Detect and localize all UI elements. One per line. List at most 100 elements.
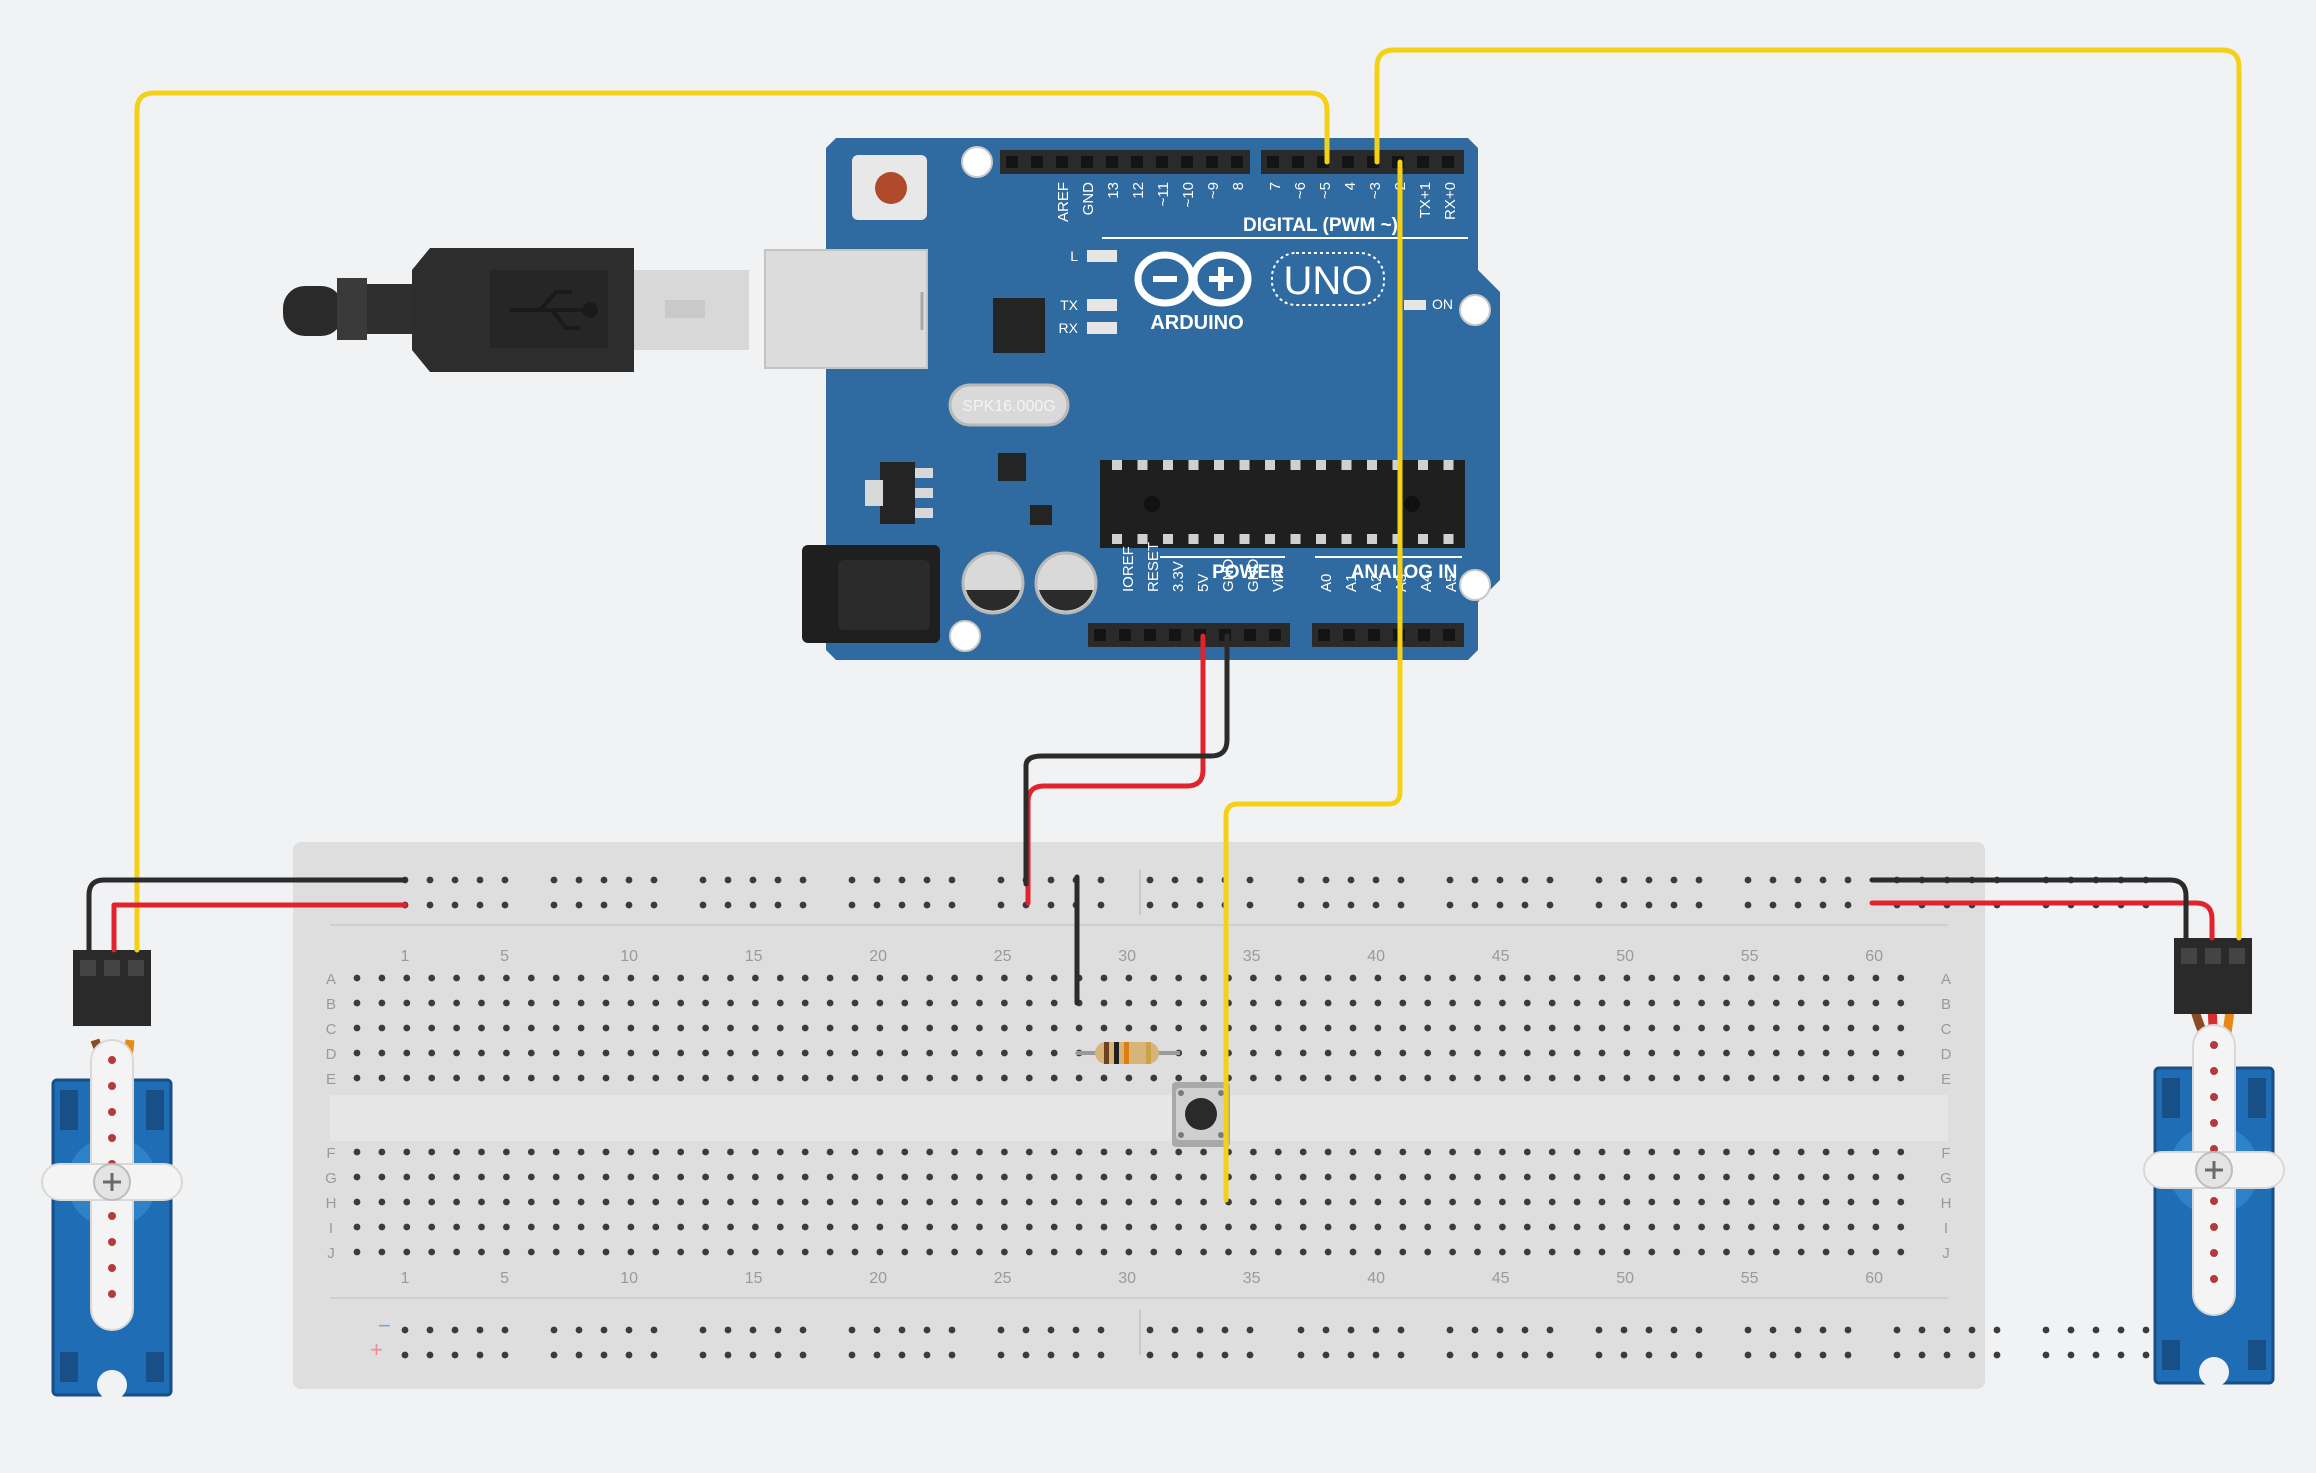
breadboard-hole[interactable] <box>1847 1049 1855 1057</box>
breadboard-hole[interactable] <box>1200 1148 1207 1156</box>
resistor[interactable] <box>1076 1042 1180 1064</box>
breadboard-hole[interactable] <box>1374 1248 1382 1256</box>
breadboard-hole[interactable] <box>1573 974 1581 982</box>
breadboard-hole[interactable] <box>851 999 859 1007</box>
breadboard-hole[interactable] <box>1150 1148 1158 1156</box>
breadboard-hole[interactable] <box>951 1173 958 1181</box>
breadboard-hole[interactable] <box>378 1223 386 1231</box>
breadboard-hole[interactable] <box>1872 1148 1880 1156</box>
breadboard-hole[interactable] <box>527 974 535 982</box>
header-socket[interactable] <box>1267 156 1279 168</box>
power-rail-hole[interactable] <box>2042 1326 2050 1334</box>
power-rail-hole[interactable] <box>948 901 956 909</box>
breadboard-hole[interactable] <box>876 1148 884 1156</box>
breadboard-hole[interactable] <box>1673 1248 1681 1256</box>
breadboard-hole[interactable] <box>1025 1074 1033 1082</box>
power-rail-hole[interactable] <box>625 901 633 909</box>
power-rail-hole[interactable] <box>1620 1351 1628 1359</box>
breadboard-hole[interactable] <box>1748 1223 1755 1231</box>
header-socket[interactable] <box>1056 156 1068 168</box>
breadboard-hole[interactable] <box>801 999 809 1007</box>
breadboard-hole[interactable] <box>1897 1223 1905 1231</box>
power-rail-hole[interactable] <box>2117 1326 2125 1334</box>
breadboard-hole[interactable] <box>353 1248 361 1256</box>
power-rail-hole[interactable] <box>426 901 434 909</box>
breadboard-hole[interactable] <box>752 974 759 982</box>
breadboard-hole[interactable] <box>378 1049 386 1057</box>
breadboard-hole[interactable] <box>453 1024 460 1032</box>
breadboard-hole[interactable] <box>428 1148 436 1156</box>
breadboard-hole[interactable] <box>1748 974 1755 982</box>
power-rail-hole[interactable] <box>1546 1326 1554 1334</box>
breadboard-hole[interactable] <box>552 1198 560 1206</box>
breadboard-hole[interactable] <box>1598 1198 1606 1206</box>
breadboard-hole[interactable] <box>702 999 709 1007</box>
breadboard-hole[interactable] <box>478 1248 485 1256</box>
breadboard-hole[interactable] <box>1897 999 1905 1007</box>
breadboard-hole[interactable] <box>1523 974 1531 982</box>
power-rail-hole[interactable] <box>451 1326 459 1334</box>
breadboard-hole[interactable] <box>826 1223 834 1231</box>
breadboard-hole[interactable] <box>851 1248 859 1256</box>
breadboard-hole[interactable] <box>1872 1074 1880 1082</box>
power-rail-hole[interactable] <box>1744 901 1752 909</box>
breadboard-hole[interactable] <box>1299 1148 1307 1156</box>
breadboard-hole[interactable] <box>1474 999 1481 1007</box>
breadboard-hole[interactable] <box>577 1198 585 1206</box>
power-rail-hole[interactable] <box>426 1351 434 1359</box>
breadboard-hole[interactable] <box>478 974 485 982</box>
breadboard-hole[interactable] <box>1399 974 1407 982</box>
breadboard-hole[interactable] <box>1548 1198 1556 1206</box>
breadboard-hole[interactable] <box>428 974 436 982</box>
breadboard-hole[interactable] <box>453 974 460 982</box>
breadboard-hole[interactable] <box>1847 1223 1855 1231</box>
power-rail-hole[interactable] <box>575 1326 583 1334</box>
power-rail-hole[interactable] <box>1893 1351 1901 1359</box>
breadboard-hole[interactable] <box>1499 974 1506 982</box>
breadboard-hole[interactable] <box>1050 1074 1058 1082</box>
breadboard-hole[interactable] <box>1250 1223 1257 1231</box>
power-rail-hole[interactable] <box>873 876 881 884</box>
breadboard-hole[interactable] <box>1822 1223 1830 1231</box>
power-rail-hole[interactable] <box>873 901 881 909</box>
breadboard-hole[interactable] <box>1125 1198 1133 1206</box>
breadboard-hole[interactable] <box>1598 999 1606 1007</box>
breadboard-hole[interactable] <box>1897 1049 1905 1057</box>
power-rail-hole[interactable] <box>1022 1351 1030 1359</box>
breadboard-hole[interactable] <box>652 999 660 1007</box>
power-rail-hole[interactable] <box>1918 1326 1926 1334</box>
breadboard-hole[interactable] <box>1150 1198 1158 1206</box>
power-rail-hole[interactable] <box>1297 876 1305 884</box>
power-rail-hole[interactable] <box>848 1326 856 1334</box>
breadboard-hole[interactable] <box>378 1173 386 1181</box>
power-rail-hole[interactable] <box>923 901 931 909</box>
power-rail-hole[interactable] <box>1769 1351 1777 1359</box>
breadboard-hole[interactable] <box>826 1074 834 1082</box>
breadboard-hole[interactable] <box>727 1198 734 1206</box>
power-rail-hole[interactable] <box>1943 1326 1951 1334</box>
breadboard-hole[interactable] <box>1748 1024 1755 1032</box>
breadboard-hole[interactable] <box>1474 1223 1481 1231</box>
power-rail-hole[interactable] <box>1347 1351 1355 1359</box>
header-socket[interactable] <box>1206 156 1218 168</box>
breadboard-hole[interactable] <box>702 974 709 982</box>
header-socket[interactable] <box>1006 156 1018 168</box>
breadboard-hole[interactable] <box>503 1198 510 1206</box>
breadboard-hole[interactable] <box>801 974 809 982</box>
breadboard-hole[interactable] <box>1723 1248 1730 1256</box>
breadboard-hole[interactable] <box>1001 1248 1008 1256</box>
breadboard-hole[interactable] <box>1822 999 1830 1007</box>
breadboard-hole[interactable] <box>1723 974 1730 982</box>
breadboard-hole[interactable] <box>1075 1173 1083 1181</box>
power-rail-hole[interactable] <box>1196 1351 1204 1359</box>
breadboard-hole[interactable] <box>976 1049 983 1057</box>
power-rail-hole[interactable] <box>1695 901 1703 909</box>
breadboard-hole[interactable] <box>1025 1024 1033 1032</box>
breadboard-hole[interactable] <box>951 1024 958 1032</box>
power-rail-hole[interactable] <box>1047 876 1055 884</box>
breadboard-hole[interactable] <box>727 1049 734 1057</box>
breadboard-hole[interactable] <box>1025 1049 1033 1057</box>
power-rail-hole[interactable] <box>1446 876 1454 884</box>
power-rail-hole[interactable] <box>426 876 434 884</box>
breadboard-hole[interactable] <box>503 1049 510 1057</box>
